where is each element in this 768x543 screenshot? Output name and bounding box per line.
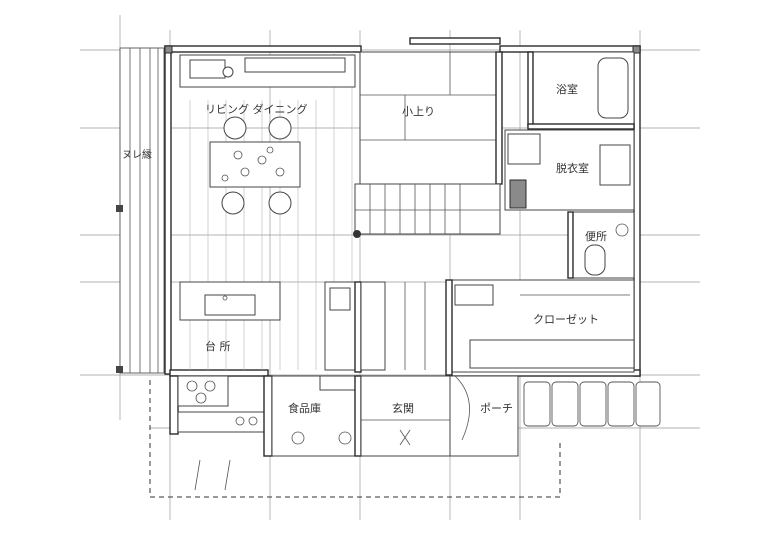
porch bbox=[449, 375, 519, 457]
label-bath: 浴室 bbox=[556, 82, 578, 96]
bath bbox=[527, 51, 635, 130]
exterior-walls bbox=[164, 37, 641, 377]
site-outline bbox=[149, 380, 561, 498]
kitchen-counter bbox=[169, 375, 273, 457]
label-toilet: 便所 bbox=[585, 230, 607, 243]
entrance bbox=[360, 375, 451, 457]
shoe-storage bbox=[324, 281, 426, 373]
label-pantry: 食品庫 bbox=[288, 401, 321, 415]
kohiroma bbox=[359, 51, 503, 185]
engawa bbox=[116, 47, 165, 374]
label-entrance: 玄関 bbox=[392, 401, 414, 415]
toilet-room bbox=[567, 211, 635, 279]
closet bbox=[445, 279, 635, 376]
label-living-dining: リビング ダイニング bbox=[205, 102, 308, 116]
label-kohiroma: 小上り bbox=[402, 105, 435, 118]
dining-table bbox=[209, 141, 301, 188]
label-engawa: ヌレ縁 bbox=[122, 148, 152, 161]
pantry bbox=[271, 375, 362, 457]
dining-chairs bbox=[221, 116, 292, 215]
tv-board bbox=[179, 54, 356, 88]
label-dressing: 脱衣室 bbox=[556, 161, 589, 175]
stepping-stones bbox=[523, 381, 661, 427]
label-closet: クローゼット bbox=[533, 313, 599, 326]
dressing-room bbox=[504, 129, 635, 211]
kitchen-island bbox=[179, 281, 281, 321]
label-kitchen: 台 所 bbox=[205, 339, 231, 353]
staircase bbox=[353, 183, 501, 238]
label-porch: ポーチ bbox=[480, 402, 513, 415]
